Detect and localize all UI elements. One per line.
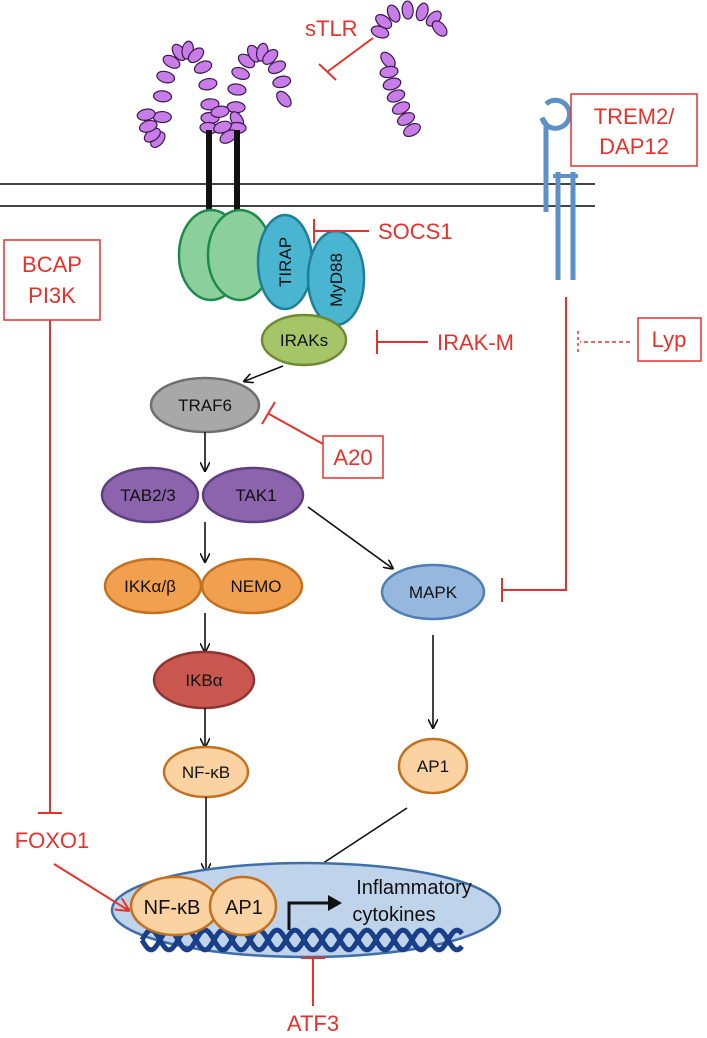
dna-strand — [139, 927, 464, 953]
nfkb-label: NF-κB — [182, 763, 230, 782]
trem2-dap12-receptor: TREM2/ DAP12 — [539, 93, 698, 280]
nuclear-ap1-label: AP1 — [225, 897, 263, 919]
trem2-label-line2: DAP12 — [599, 134, 669, 159]
nemo-node: NEMO — [200, 557, 304, 615]
tab23-node: TAB2/3 — [100, 466, 200, 524]
tak1-to-mapk-arrow — [307, 506, 392, 568]
tlr-bead — [136, 108, 156, 121]
tlr-bead — [267, 60, 287, 75]
tlr-bead — [198, 77, 218, 91]
foxo1-regulator: FOXO1 — [15, 828, 128, 910]
nuclear-nfkb-label: NF-κB — [144, 897, 201, 919]
cell-membrane — [0, 183, 595, 207]
cytokines-label-line2: cytokines — [352, 904, 435, 926]
trem2-label-line1: TREM2/ — [594, 104, 676, 129]
lyp-label: Lyp — [652, 327, 687, 352]
tlr-bead — [386, 4, 401, 23]
tlr-bead — [379, 65, 399, 79]
bcap-pi3k-inhibitor: BCAP PI3K — [3, 239, 101, 814]
atf3-inhibitor: ATF3 — [287, 957, 339, 1036]
tlr-bead — [162, 54, 181, 69]
tirap-node: TIRAP — [256, 213, 314, 311]
tlr-bead — [396, 112, 416, 126]
a20-label: A20 — [333, 445, 372, 470]
tlr-bead — [210, 105, 230, 118]
bcap-label: BCAP — [22, 252, 82, 277]
tlr-bead — [138, 119, 158, 133]
tak1-label: TAK1 — [235, 486, 276, 505]
ikk-node: IKKα/β — [103, 557, 203, 615]
tlr-bead — [401, 0, 414, 20]
tlr-bead — [193, 60, 213, 74]
socs1-inhibitor: SOCS1 — [313, 219, 453, 244]
tirap-label: TIRAP — [276, 237, 295, 287]
stlr-label: sTLR — [305, 16, 358, 41]
tlr-bead — [403, 122, 421, 138]
iraks-label: IRAKs — [280, 331, 328, 350]
tlr-transmembrane-stalks — [206, 130, 240, 212]
trem2-label-box — [570, 93, 698, 167]
cytokines-label-line1: Inflammatory — [356, 877, 472, 899]
ap1-label: AP1 — [417, 757, 449, 776]
nuclear-nfkb-node: NF-κB — [129, 875, 221, 937]
tlr-bead — [227, 83, 247, 96]
nfkb-node: NF-κB — [162, 745, 250, 799]
iraks-node: IRAKs — [260, 313, 348, 367]
ap1-node: AP1 — [397, 737, 469, 795]
iraks-to-traf6-arrow — [245, 365, 284, 381]
tlr-bead — [152, 90, 173, 103]
myd88-label: MyD88 — [327, 253, 346, 307]
tab23-label: TAB2/3 — [120, 486, 175, 505]
a20-inhibitor: A20 — [261, 401, 384, 479]
tlr-bead — [375, 13, 393, 30]
pi3k-label: PI3K — [28, 283, 76, 308]
tlr-bead — [152, 110, 172, 124]
socs1-label: SOCS1 — [378, 219, 453, 244]
tlr-bead — [391, 101, 411, 115]
atf3-label: ATF3 — [287, 1011, 339, 1036]
tlr-bead — [200, 98, 220, 111]
ikk-label: IKKα/β — [124, 577, 176, 596]
ikba-label: IKBα — [185, 671, 222, 690]
tlr-bead — [231, 66, 250, 80]
tlr-bead — [156, 70, 176, 84]
tlr-receptor-ectodomains — [136, 0, 448, 149]
dna-helix — [139, 927, 464, 953]
tlr-bead — [386, 89, 406, 103]
tlr-bead — [382, 77, 402, 91]
stlr-inhibitor: sTLR — [305, 16, 374, 81]
tak1-node: TAK1 — [201, 466, 305, 524]
tlr-bead — [415, 2, 429, 22]
foxo1-label: FOXO1 — [15, 828, 90, 853]
trem2-mapk-inhibition — [501, 297, 567, 602]
tlr-bead — [262, 48, 279, 65]
traf6-node: TRAF6 — [149, 376, 261, 434]
tlr-bead — [213, 120, 232, 134]
mapk-node: MAPK — [380, 563, 486, 621]
irakm-inhibitor: IRAK-M — [376, 330, 514, 355]
tlr-bead — [431, 20, 448, 37]
tlr-bead — [272, 75, 292, 89]
mapk-label: MAPK — [409, 583, 458, 602]
irakm-label: IRAK-M — [437, 330, 514, 355]
tlr-bead — [187, 47, 205, 64]
transcription-start-arrow — [287, 895, 342, 930]
nuclear-ap1-node: AP1 — [208, 875, 278, 937]
ikba-node: IKBα — [152, 650, 256, 710]
nemo-label: NEMO — [231, 577, 282, 596]
tlr-bead — [226, 101, 246, 114]
tlr-bead — [276, 90, 292, 108]
myd88-node: MyD88 — [306, 229, 366, 327]
lyp-inhibitor: Lyp — [577, 317, 702, 362]
traf6-label: TRAF6 — [178, 396, 232, 415]
